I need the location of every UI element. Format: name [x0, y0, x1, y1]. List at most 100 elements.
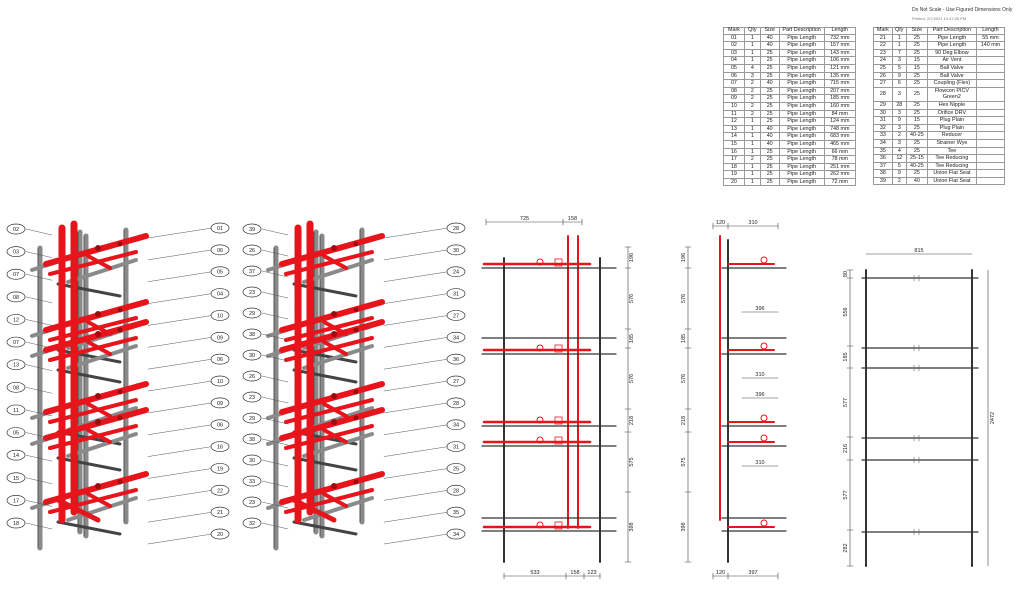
callout-number: 09: [217, 401, 223, 407]
leader-line: [383, 380, 449, 392]
callout-number: 08: [13, 385, 19, 391]
callout-bubble: [6, 336, 26, 348]
leader-line: [383, 468, 449, 479]
valve-body: [95, 393, 101, 399]
leader-line: [25, 296, 53, 304]
pipe-stub: [86, 492, 112, 508]
callout-bubble: [6, 268, 26, 280]
leader-line: [261, 354, 289, 362]
callout-number: 08: [13, 295, 19, 301]
fitting-symbol: [554, 521, 563, 530]
leader-line: [25, 409, 53, 417]
callout-bubble: [446, 419, 466, 431]
leader-line: [25, 228, 53, 236]
callout-bubble: [6, 449, 26, 461]
callout-bubble: [210, 484, 230, 496]
dimension-label: 577: [843, 398, 849, 407]
dimension-label: 196: [629, 253, 635, 262]
callout-number: 29: [249, 416, 255, 422]
callout-number: 24: [453, 270, 459, 276]
callout-number: 10: [217, 379, 223, 385]
valve-body: [95, 483, 101, 489]
valve-symbol: [536, 258, 544, 266]
leader-line: [147, 271, 213, 282]
dimension-label: 397: [748, 570, 757, 576]
callout-bubble: [6, 223, 26, 235]
callout-bubble: [210, 331, 230, 343]
isometric-view-2: 3926372329383026232938303323322830243127…: [242, 220, 466, 551]
pipe-loop: [291, 497, 337, 523]
dimension-label: 123: [587, 570, 596, 576]
leader-line: [261, 270, 289, 278]
callout-bubble: [446, 288, 466, 299]
dimension-label: 185: [843, 352, 849, 361]
bom-cell-length: [975, 86, 1006, 102]
dimension-label: 815: [914, 248, 923, 254]
leader-line: [261, 396, 289, 404]
callout-bubble: [446, 506, 466, 518]
callout-bubble: [6, 359, 26, 371]
callout-bubble: [242, 412, 262, 424]
leader-line: [261, 480, 289, 488]
leader-line: [383, 490, 449, 501]
valve-symbol: [760, 519, 768, 527]
callout-bubble: [446, 397, 466, 409]
callout-number: 09: [217, 335, 223, 341]
leader-line: [147, 337, 213, 348]
callout-number: 04: [217, 292, 223, 298]
callout-number: 28: [453, 401, 459, 407]
callout-bubble: [242, 454, 262, 466]
callout-number: 30: [249, 353, 255, 359]
callout-bubble: [210, 222, 230, 234]
valve-body: [117, 389, 123, 395]
leader-line: [25, 500, 53, 507]
bom-cell-qty: 1: [743, 177, 761, 187]
dimension-label: 196: [681, 253, 687, 262]
callout-number: 30: [453, 248, 459, 254]
pipe-stub: [322, 492, 348, 508]
dimension-label: 80: [843, 271, 849, 277]
callout-number: 37: [249, 269, 255, 275]
callout-bubble: [242, 496, 262, 508]
callout-bubble: [242, 307, 262, 319]
callout-bubble: [210, 528, 230, 540]
callout-bubble: [242, 475, 262, 487]
frame-strut: [292, 348, 358, 364]
callout-number: 06: [217, 423, 223, 429]
leader-line: [147, 358, 213, 370]
dimension-label: 396: [755, 306, 764, 312]
leader-line: [383, 533, 449, 545]
pipe-stub: [322, 340, 348, 356]
callout-bubble: [242, 517, 262, 529]
callout-number: 06: [217, 357, 223, 363]
bom-cell-qty: 2: [891, 176, 907, 186]
callout-number: 33: [249, 479, 255, 485]
valve-symbol: [536, 436, 544, 444]
callout-bubble: [210, 441, 230, 452]
leader-line: [261, 417, 289, 425]
callout-number: 31: [453, 445, 459, 451]
leader-line: [147, 380, 213, 392]
bom-cell-length: [975, 176, 1006, 186]
leader-line: [383, 402, 449, 414]
callout-number: 35: [453, 510, 459, 516]
frame-strut: [56, 348, 122, 364]
leader-line: [383, 271, 449, 282]
callout-number: 25: [453, 466, 459, 472]
dimension-label: 218: [681, 416, 687, 425]
frame-strut: [56, 520, 122, 536]
valve-body: [353, 479, 359, 485]
callout-bubble: [446, 331, 466, 343]
frame-strut: [292, 456, 358, 472]
callout-bubble: [242, 328, 262, 340]
callout-bubble: [6, 291, 26, 303]
callout-number: 20: [217, 532, 223, 538]
leader-line: [261, 501, 289, 509]
leader-line: [25, 477, 53, 485]
leader-line: [147, 446, 213, 457]
callout-number: 21: [217, 510, 223, 516]
